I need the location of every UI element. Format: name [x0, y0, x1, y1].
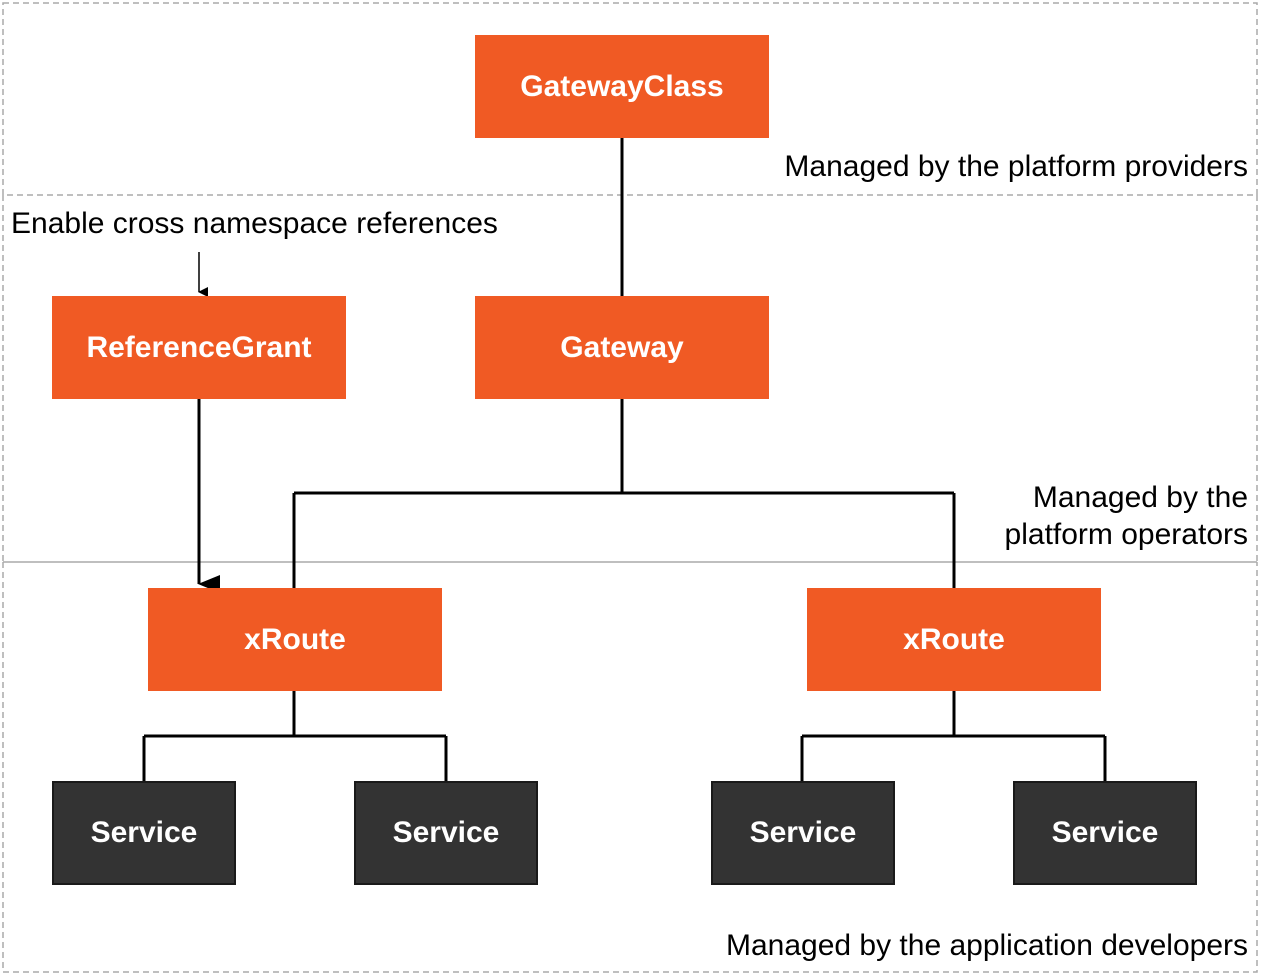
gatewayclass-node: GatewayClass — [475, 35, 769, 138]
providers-zone-border — [2, 2, 1258, 196]
service-node-3: Service — [711, 781, 895, 885]
referencegrant-label: ReferenceGrant — [86, 330, 312, 364]
service-node-2: Service — [354, 781, 538, 885]
xroute-right-node: xRoute — [807, 588, 1101, 691]
service-label-2: Service — [392, 816, 500, 849]
gateway-to-xroutes-line — [292, 399, 956, 588]
operators-zone-label-line2: platform operators — [1004, 518, 1248, 551]
xroute-left-to-services-line — [142, 691, 448, 781]
service-node-4: Service — [1013, 781, 1197, 885]
providers-zone-label: Managed by the platform providers — [784, 150, 1248, 183]
xroute-right-label: xRoute — [903, 622, 1005, 656]
gateway-label: Gateway — [560, 330, 684, 364]
referencegrant-node: ReferenceGrant — [52, 296, 346, 399]
service-label-4: Service — [1051, 816, 1159, 849]
xroute-left-node: xRoute — [148, 588, 442, 691]
operators-zone-label: Managed by the platform operators — [1005, 479, 1248, 553]
operators-zone-label-line1: Managed by the — [1032, 481, 1248, 514]
cross-namespace-annotation: Enable cross namespace references — [11, 207, 498, 240]
developers-zone-label: Managed by the application developers — [725, 929, 1248, 962]
xroute-left-label: xRoute — [244, 622, 346, 656]
gatewayclass-label: GatewayClass — [520, 69, 724, 103]
gateway-node: Gateway — [475, 296, 769, 399]
service-node-1: Service — [52, 781, 236, 885]
service-label-3: Service — [749, 816, 857, 849]
xroute-right-to-services-line — [800, 691, 1107, 781]
operators-zone-border — [2, 195, 1258, 562]
developers-zone-border — [2, 562, 1258, 973]
service-label-1: Service — [90, 816, 198, 849]
